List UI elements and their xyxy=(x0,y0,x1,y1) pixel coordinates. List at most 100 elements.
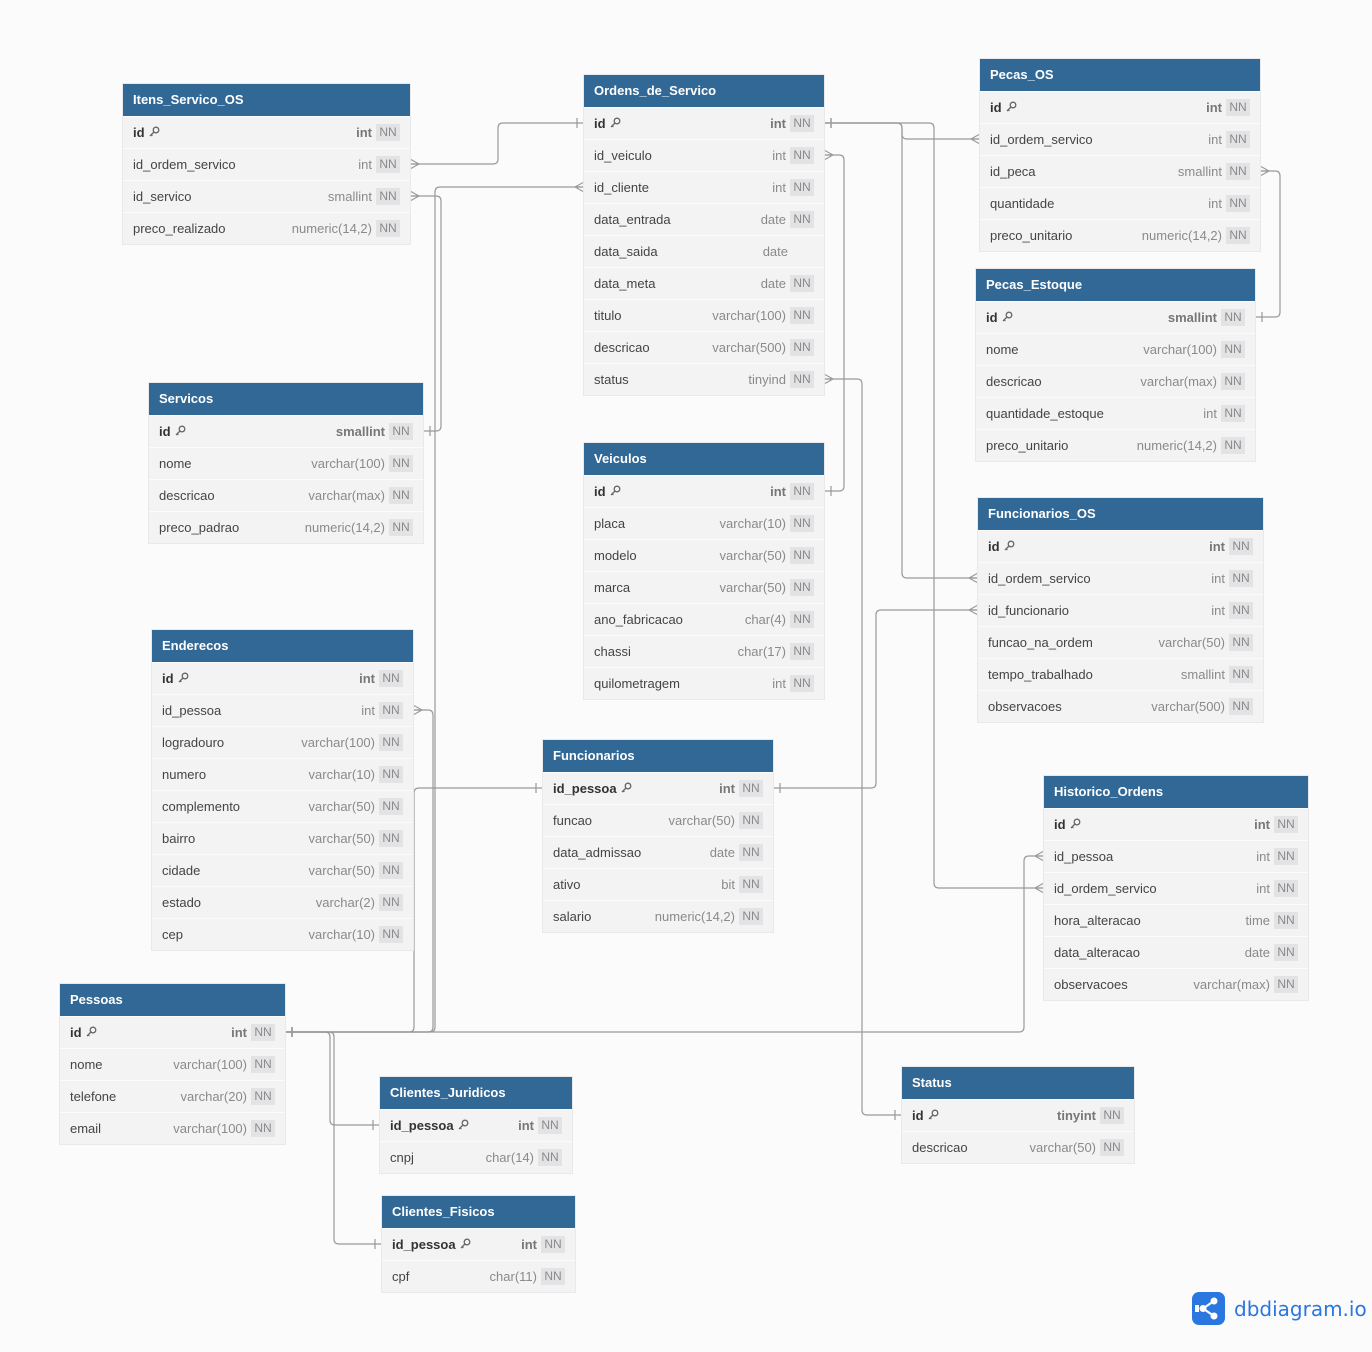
table-header[interactable]: Funcionarios_OS xyxy=(978,498,1263,530)
table-header[interactable]: Historico_Ordens xyxy=(1044,776,1308,808)
brand-logo[interactable]: dbdiagram.io xyxy=(1192,1292,1367,1325)
table-header[interactable]: Clientes_Fisicos xyxy=(382,1196,575,1228)
table-header[interactable]: Funcionarios xyxy=(543,740,773,772)
brand-name[interactable]: dbdiagram.io xyxy=(1234,1296,1367,1321)
table-header[interactable]: Ordens_de_Servico xyxy=(584,75,824,107)
table-header[interactable]: Status xyxy=(902,1067,1134,1099)
table-header[interactable]: Itens_Servico_OS xyxy=(123,84,410,116)
table-header[interactable]: Pecas_Estoque xyxy=(976,269,1255,301)
table-header[interactable]: Pessoas xyxy=(60,984,285,1016)
table-header[interactable]: Pecas_OS xyxy=(980,59,1260,91)
table-header[interactable]: Enderecos xyxy=(152,630,413,662)
table-header[interactable]: Clientes_Juridicos xyxy=(380,1077,572,1109)
table-header[interactable]: Servicos xyxy=(149,383,423,415)
table-header[interactable]: Veiculos xyxy=(584,443,824,475)
